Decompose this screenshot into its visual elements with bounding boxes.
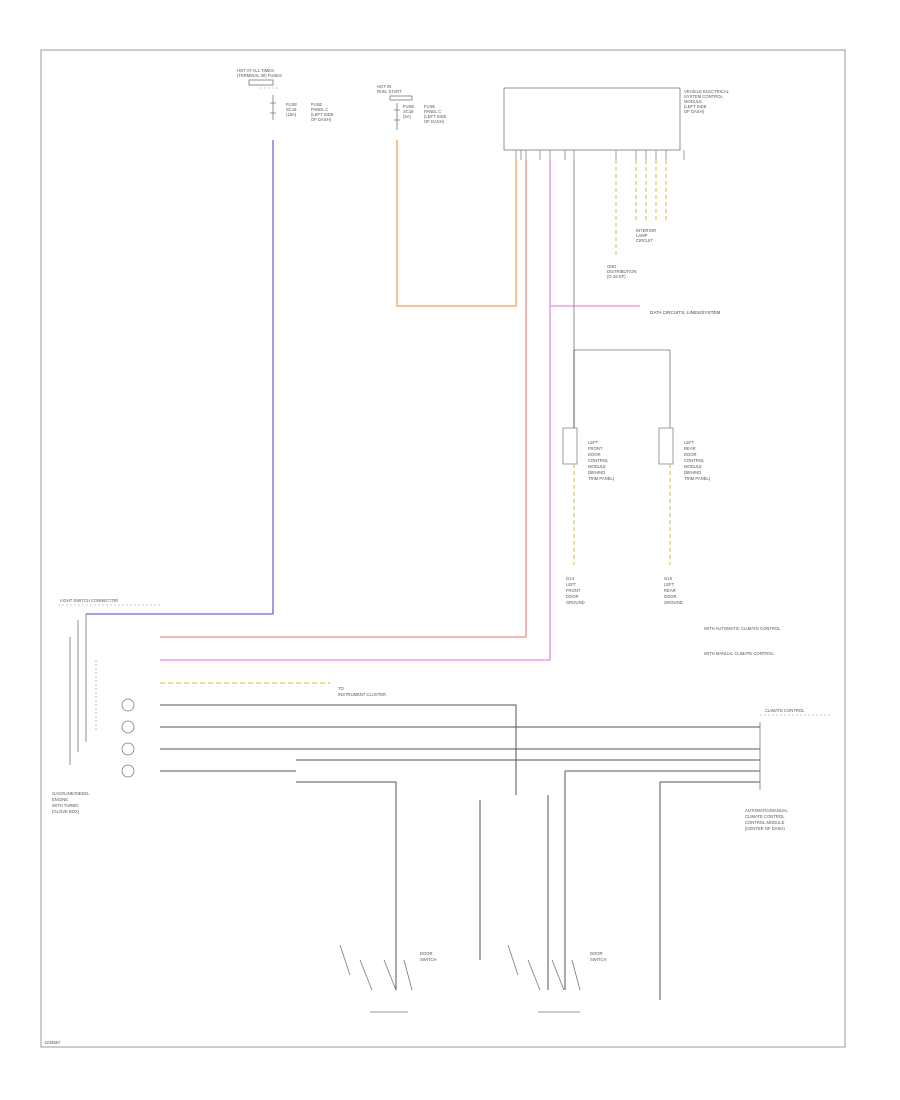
dimmer-label-2: INSTRUMENT CLUSTER — [338, 692, 386, 697]
left-connector-4: (GLOVE BOX) — [52, 809, 80, 814]
right-lamp-6: (BEHIND — [684, 470, 701, 475]
left-ground-1: G14 — [566, 576, 575, 581]
left-switch-1: DOOR — [420, 951, 433, 956]
left-connector: LIGHT SWITCH CONNECTOR GASOLINE/DIESEL E… — [52, 598, 160, 814]
right-lamp-2: REAR — [684, 446, 696, 451]
module-title-4: (LEFT SIDE — [684, 104, 707, 109]
right-ground-4: DOOR — [664, 594, 677, 599]
right-lamp-3: DOOR — [684, 452, 697, 457]
dimmer-label-1: TO — [338, 686, 344, 691]
left-lamp-6: (BEHIND — [588, 470, 605, 475]
left-ground-3: FRONT — [566, 588, 581, 593]
note-2: WITH MANUAL CLIMATE CONTROL — [704, 651, 774, 656]
left-connector-1: GASOLINE/DIESEL — [52, 791, 90, 796]
module-gnd-3: (G-16 KF) — [607, 274, 626, 279]
module-notes: GND DISTRIBUTION (G-16 KF) INTERIOR LAMP… — [607, 228, 656, 279]
right-ground-3: REAR — [664, 588, 676, 593]
left-ground-5: GROUND — [566, 600, 585, 605]
left-door-switch: DOOR SWITCH — [339, 944, 437, 1013]
right-connector-1: AUTOMATIC/MANUAL — [745, 808, 789, 813]
module-gnd-1: GND — [607, 264, 616, 269]
top-left-fuse-source: HOT AT ALL TIMES (TERMINAL 30) FUSES FUS… — [237, 68, 334, 122]
module-title-5: OF DASH) — [684, 109, 705, 114]
module-title-1: VEHICLE ELECTRICAL — [684, 89, 730, 94]
note-1: WITH AUTOMATIC CLIMATE CONTROL — [704, 626, 781, 631]
left-lamp-circuit: LEFT FRONT DOOR CONTROL MODULE (BEHIND T… — [562, 350, 615, 605]
right-lamp-5: MODULE — [684, 464, 702, 469]
left-connector-3: WITH TURBO — [52, 803, 79, 808]
left-lamp-7: TRIM PANEL) — [588, 476, 615, 481]
module-title-2: SYSTEM CONTROL — [684, 94, 724, 99]
right-connector-4: (CENTER OF DASH) — [745, 826, 785, 831]
right-connector-title: CLIMATE CONTROL — [765, 708, 805, 713]
black-wires — [160, 704, 760, 1000]
control-module: VEHICLE ELECTRICAL SYSTEM CONTROL MODULE… — [503, 87, 730, 160]
top-mid-fuse-3: (5A) — [403, 114, 412, 119]
top-mid-box-1: FUSE — [424, 104, 435, 109]
top-mid-fuse-source: HOT IN RUN, START FUSE SC18 (5A) FUSE PA… — [377, 84, 447, 130]
top-mid-box-2: PANEL C — [424, 109, 441, 114]
right-lamp-4: CONTROL — [684, 458, 705, 463]
diagram-border — [40, 49, 846, 1048]
right-lamp-1: LEFT — [684, 440, 695, 445]
right-lamp-circuit: LEFT REAR DOOR CONTROL MODULE (BEHIND TR… — [658, 427, 711, 605]
top-left-title-1: HOT AT ALL TIMES — [237, 68, 274, 73]
red-wire — [160, 160, 527, 638]
orange-wire — [396, 140, 517, 307]
top-left-box-4: OF DASH) — [311, 117, 332, 122]
diagram-notes: WITH AUTOMATIC CLIMATE CONTROL WITH MANU… — [704, 626, 781, 656]
left-lamp-5: MODULE — [588, 464, 606, 469]
right-ground-1: G15 — [664, 576, 673, 581]
left-ground-4: DOOR — [566, 594, 579, 599]
right-connector-2: CLIMATE CONTROL — [745, 814, 785, 819]
top-left-box-1: FUSE — [311, 102, 322, 107]
lamp-feed-wire — [573, 160, 671, 430]
left-lamp-1: LEFT — [588, 440, 599, 445]
top-left-box-2: PANEL C — [311, 107, 328, 112]
left-ground-2: LEFT — [566, 582, 577, 587]
module-lamp-1: INTERIOR — [636, 228, 656, 233]
module-gnd-2: DISTRIBUTION — [607, 269, 637, 274]
right-ground-5: GROUND — [664, 600, 683, 605]
top-left-fuse-3: (15A) — [286, 112, 297, 117]
footer-code: 1234567 — [44, 1040, 61, 1045]
top-left-fuse-2: SC16 — [286, 107, 297, 112]
right-door-switch: DOOR SWITCH — [507, 944, 607, 1013]
top-left-box-3: (LEFT SIDE — [311, 112, 334, 117]
module-title-3: MODULE — [684, 99, 702, 104]
right-switch-2: SWITCH — [590, 957, 607, 962]
left-lamp-2: FRONT — [588, 446, 603, 451]
top-mid-fuse-1: FUSE — [403, 104, 414, 109]
left-switch-2: SWITCH — [420, 957, 437, 962]
top-left-title-2: (TERMINAL 30) FUSES — [237, 73, 282, 78]
right-switch-1: DOOR — [590, 951, 603, 956]
top-mid-box-4: OF DASH) — [424, 119, 445, 124]
blue-wire — [86, 140, 274, 615]
data-bus-label: DATA CIRCUITS, LINES/SYSTEM — [650, 310, 720, 315]
top-mid-title-1: HOT IN — [377, 84, 391, 89]
left-lamp-3: DOOR — [588, 452, 601, 457]
left-connector-title: LIGHT SWITCH CONNECTOR — [60, 598, 118, 603]
module-lamp-2: LAMP — [636, 233, 648, 238]
left-lamp-4: CONTROL — [588, 458, 609, 463]
left-connector-2: ENGINE — [52, 797, 68, 802]
top-left-fuse-1: FUSE — [286, 102, 297, 107]
pink-wire — [160, 160, 551, 661]
module-lamp-3: CIRCUIT — [636, 238, 653, 243]
right-lamp-7: TRIM PANEL) — [684, 476, 711, 481]
right-connector: CLIMATE CONTROL AUTOMATIC/MANUAL CLIMATE… — [745, 708, 830, 831]
module-yellow-wires — [615, 160, 667, 255]
right-connector-3: CONTROL MODULE — [745, 820, 785, 825]
top-mid-box-3: (LEFT SIDE — [424, 114, 447, 119]
top-mid-title-2: RUN, START — [377, 89, 402, 94]
right-ground-2: LEFT — [664, 582, 675, 587]
top-mid-fuse-2: SC18 — [403, 109, 414, 114]
